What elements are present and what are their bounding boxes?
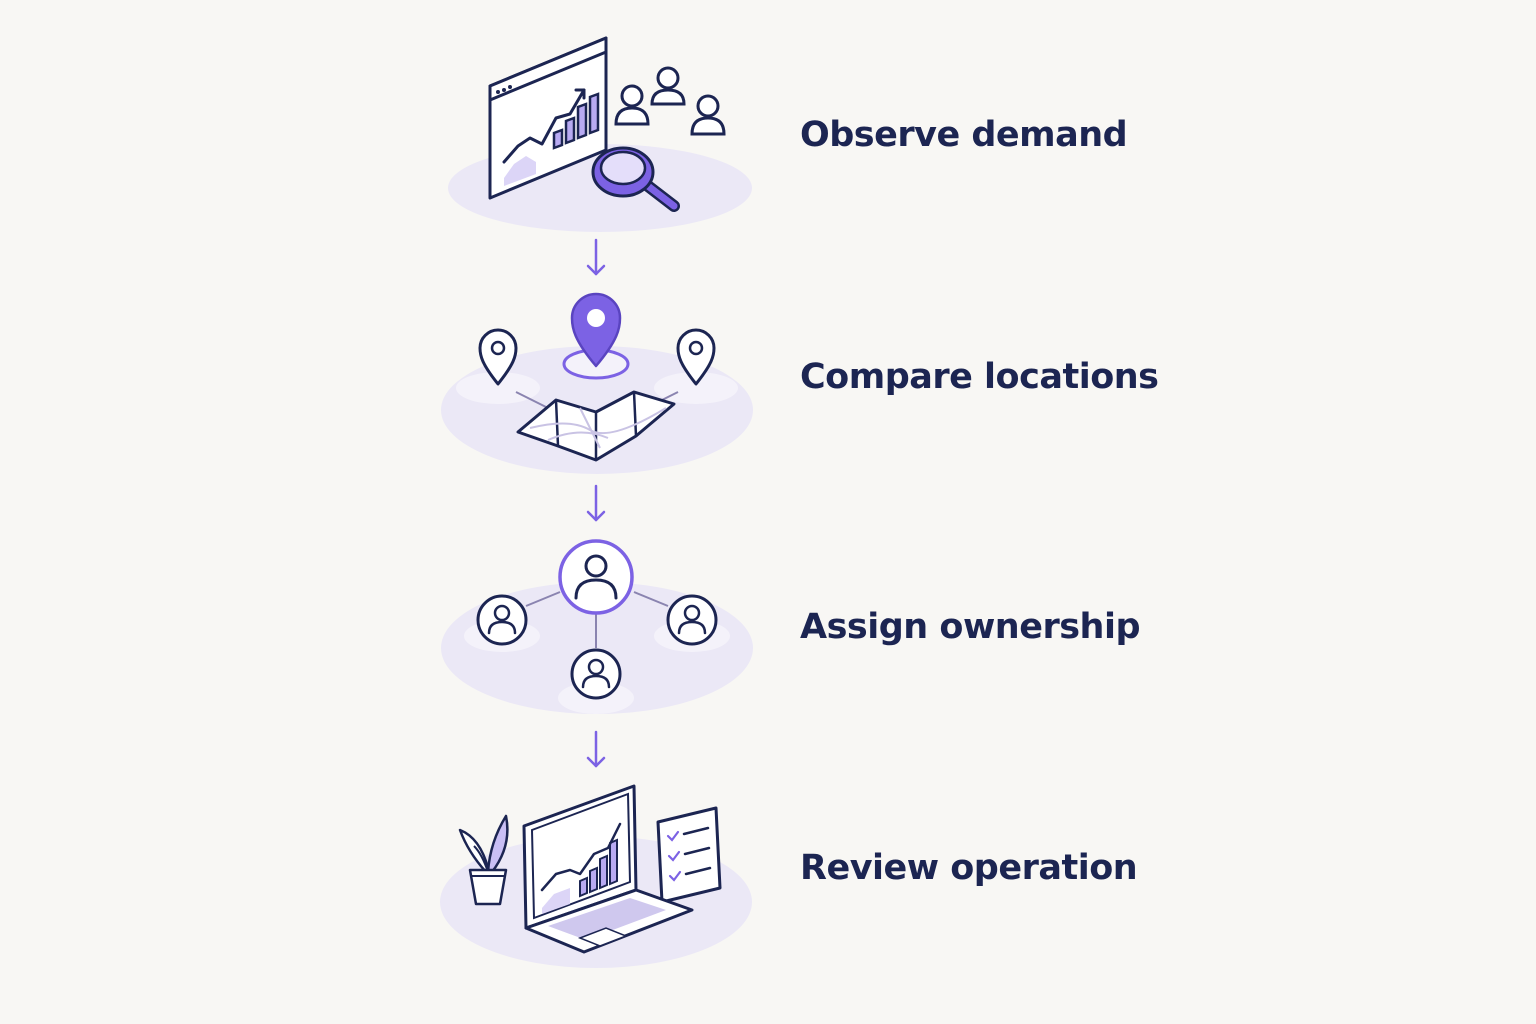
- step-label-review-operation: Review operation: [800, 848, 1138, 888]
- laptop-dashboard-with-checklist-icon: [440, 784, 752, 968]
- potted-plant-icon: [458, 814, 509, 906]
- flow-arrow-3: [582, 730, 610, 770]
- arrow-down-icon: [586, 238, 606, 276]
- folded-map-icon: [516, 390, 676, 462]
- arrow-down-icon: [586, 484, 606, 522]
- laptop-icon: [522, 784, 694, 954]
- step-observe-demand: [430, 28, 770, 238]
- checklist-document-icon: [656, 806, 722, 904]
- step-label-observe-demand: Observe demand: [800, 115, 1128, 155]
- map-with-location-pins-icon: [441, 292, 753, 474]
- arrow-down-icon: [586, 730, 606, 768]
- user-avatar-icon: [476, 594, 528, 646]
- location-pin-icon: [478, 328, 518, 386]
- people-network-icon: [441, 539, 753, 714]
- step-assign-ownership: [430, 530, 770, 730]
- location-pin-icon: [676, 328, 716, 386]
- owner-avatar-icon: [558, 539, 634, 615]
- user-avatar-icon: [570, 648, 622, 700]
- chart-window-icon: [488, 36, 608, 200]
- people-group-icon: [614, 66, 726, 136]
- analytics-dashboard-icon: [448, 36, 752, 232]
- user-avatar-icon: [666, 594, 718, 646]
- magnifier-icon: [591, 146, 680, 212]
- flow-arrow-2: [582, 484, 610, 524]
- step-review-operation: [430, 778, 770, 978]
- step-label-assign-ownership: Assign ownership: [800, 607, 1141, 647]
- flow-arrow-1: [582, 238, 610, 278]
- step-label-compare-locations: Compare locations: [800, 357, 1159, 397]
- step-compare-locations: [430, 288, 770, 488]
- location-pin-highlight-icon: [570, 292, 622, 368]
